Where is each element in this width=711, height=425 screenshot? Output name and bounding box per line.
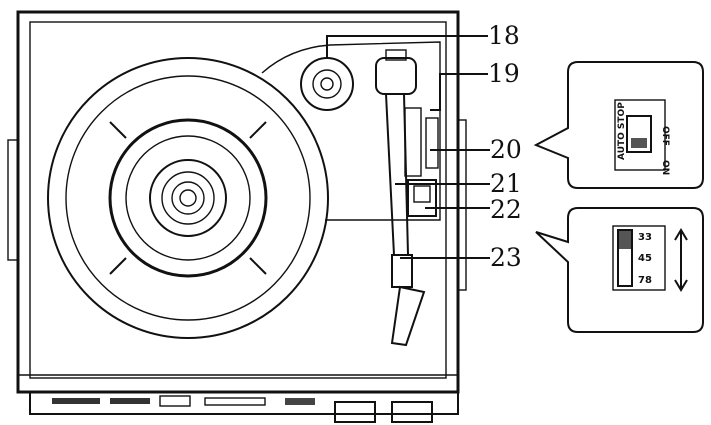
callout-20: 20	[490, 135, 522, 164]
front-panel	[29, 391, 459, 423]
speed-option-45: 45	[638, 253, 652, 264]
speed-option-78: 78	[638, 275, 652, 286]
auto-stop-label: AUTO STOP	[617, 102, 627, 160]
auto-stop-on-label: ON	[660, 160, 670, 175]
speed-switch-knob	[619, 231, 631, 249]
auto-stop-switch-frame	[614, 99, 666, 171]
callout-18: 18	[488, 21, 520, 50]
speed-option-33: 33	[638, 232, 652, 243]
tone-arm	[375, 49, 426, 347]
callout-labels: 18 19 20 21 22 23	[488, 21, 522, 272]
callout-22: 22	[490, 195, 522, 224]
double-arrow-icon	[674, 228, 688, 292]
callout-19: 19	[488, 59, 520, 88]
arm-rest	[404, 107, 439, 217]
callout-23: 23	[490, 243, 522, 272]
speed-switch-frame	[612, 225, 666, 291]
platter-recess	[261, 41, 441, 221]
auto-stop-switch-knob	[626, 115, 652, 153]
auto-stop-off-label: OFF	[660, 126, 670, 146]
speed-selector-detail: 33 45 78	[535, 207, 704, 333]
adapter-45rpm	[300, 57, 354, 111]
platter	[47, 57, 329, 339]
callout-21: 21	[490, 169, 522, 198]
callout-leaders	[326, 35, 490, 259]
auto-stop-detail: AUTO STOP OFF ON	[533, 61, 704, 189]
turntable-cabinet	[7, 10, 467, 394]
speed-switch-track	[617, 229, 633, 287]
